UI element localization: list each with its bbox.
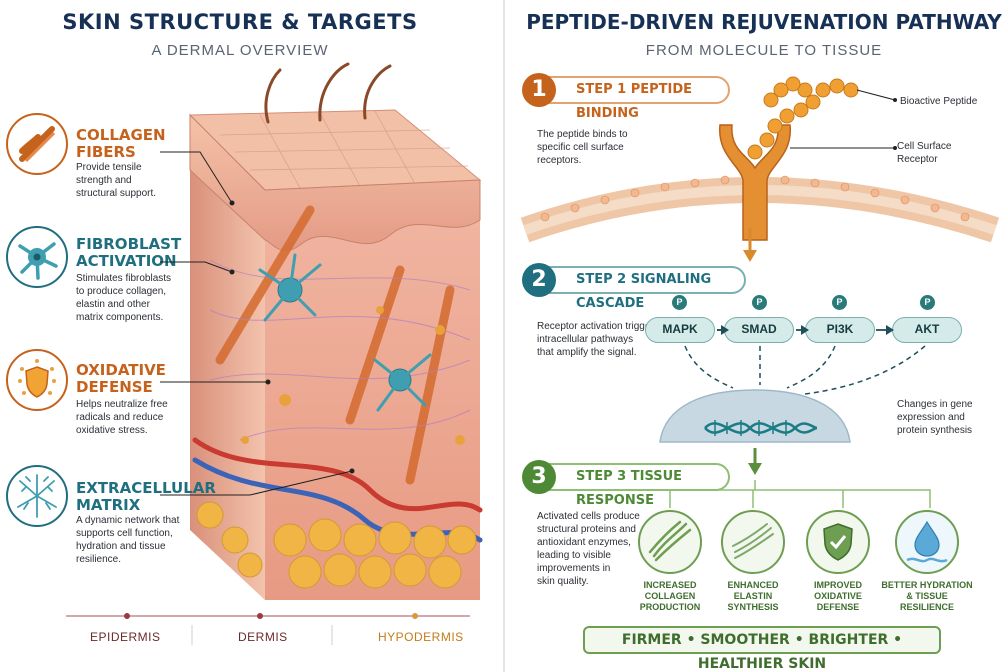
left-subtitle: A DERMAL OVERVIEW xyxy=(151,42,329,59)
collagen-rope-icon xyxy=(6,113,68,175)
elastin-fiber-icon xyxy=(721,510,785,574)
step3-number: 3 xyxy=(522,460,556,494)
cascade-arrows-and-nucleus xyxy=(659,325,926,443)
outcome-connector xyxy=(669,480,931,508)
oxidative-shield-icon xyxy=(6,349,68,411)
right-title: PEPTIDE-DRIVEN REJUVENATION PATHWAY xyxy=(526,10,1002,34)
skin-cross-section-illustration xyxy=(188,62,483,600)
arrow-step2-step3 xyxy=(748,448,762,475)
step1-label: STEP 1 PEPTIDE BINDING xyxy=(530,76,730,121)
layer-label-hypodermis: HYPODERMIS xyxy=(378,630,464,644)
step1-number: 1 xyxy=(522,73,556,107)
membrane-receptor-illustration xyxy=(520,76,1000,243)
phospho-badge: P xyxy=(752,295,767,310)
right-subtitle: FROM MOLECULE TO TISSUE xyxy=(645,42,883,59)
shield-check-icon xyxy=(806,510,870,574)
leader-lines xyxy=(66,151,470,645)
extracellular-network-icon xyxy=(6,465,68,527)
panel-divider xyxy=(503,0,505,672)
phospho-badge: P xyxy=(672,295,687,310)
arrow-step1-step2 xyxy=(743,228,757,262)
water-drop-icon xyxy=(895,510,959,574)
phospho-badge: P xyxy=(832,295,847,310)
fibroblast-cell-icon xyxy=(6,226,68,288)
step2-number: 2 xyxy=(522,263,556,297)
peptide-annotation: Bioactive Peptide xyxy=(900,96,978,107)
phospho-badge: P xyxy=(920,295,935,310)
left-title: SKIN STRUCTURE & TARGETS xyxy=(62,10,418,34)
result-banner: FIRMER • SMOOTHER • BRIGHTER • HEALTHIER… xyxy=(583,626,941,672)
layer-label-dermis: DERMIS xyxy=(238,630,288,644)
step3-label: STEP 3 TISSUE RESPONSE xyxy=(530,463,730,508)
collagen-fiber-icon xyxy=(638,510,702,574)
node-mapk: MAPK xyxy=(645,317,715,343)
layer-label-epidermis: EPIDERMIS xyxy=(90,630,161,644)
step2-label: STEP 2 SIGNALING CASCADE xyxy=(530,266,746,311)
